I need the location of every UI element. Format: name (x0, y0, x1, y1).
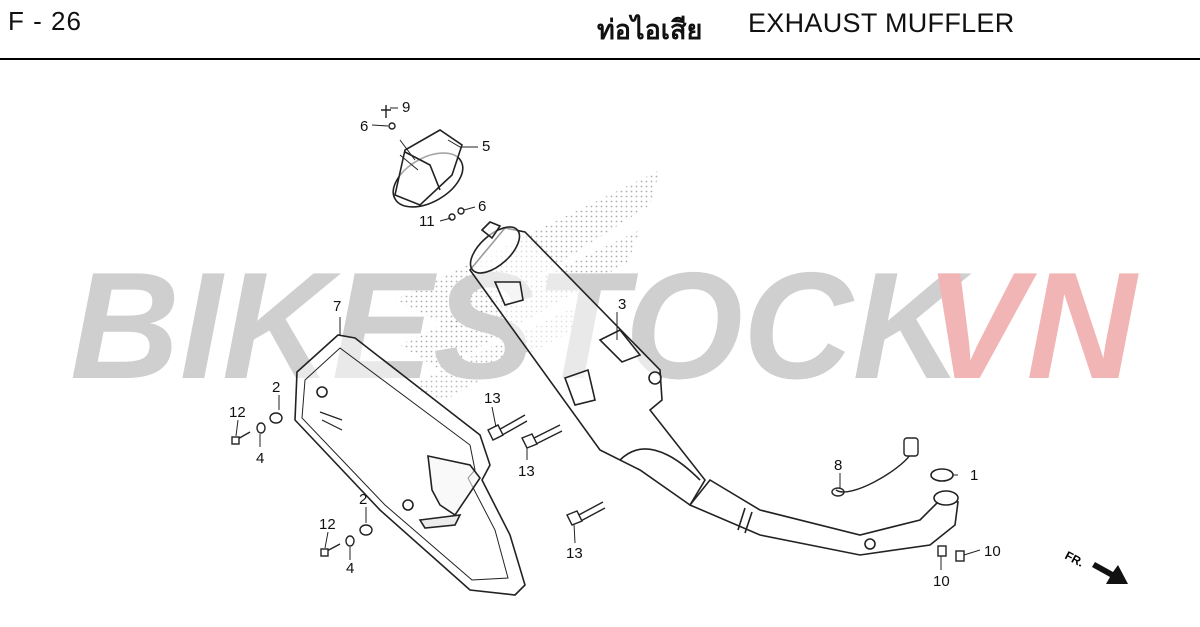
callout-13-upper: 13 (484, 390, 501, 407)
muffler-body (468, 221, 706, 507)
front-arrow-icon (1092, 562, 1128, 584)
leader-lines (235, 107, 981, 570)
callout-12-lower: 12 (319, 516, 336, 533)
callout-5: 5 (482, 138, 490, 155)
callout-8: 8 (834, 457, 842, 474)
callout-12-upper: 12 (229, 404, 246, 421)
bolt-13-middle (521, 424, 563, 449)
front-direction-label: FR. (1063, 548, 1087, 569)
gasket (930, 468, 954, 482)
callout-1: 1 (970, 467, 978, 484)
page-header: F - 26 ท่อไอเสีย EXHAUST MUFFLER (0, 0, 1200, 58)
exhaust-pipe (688, 478, 959, 556)
bolt-13-upper (487, 414, 528, 441)
front-direction-indicator: FR. (1063, 548, 1128, 584)
callout-4-lower: 4 (346, 560, 354, 577)
header-divider (0, 58, 1200, 60)
callout-13-lower: 13 (566, 545, 583, 562)
callout-7: 7 (333, 298, 341, 315)
washers-and-bolts (231, 105, 965, 562)
muffler-protector (294, 334, 526, 596)
callout-3: 3 (618, 296, 626, 313)
watermark-accent: VN (925, 241, 1139, 411)
callout-2-upper: 2 (272, 379, 280, 396)
page-code: F - 26 (8, 6, 82, 36)
page-title-thai: ท่อไอเสีย (597, 15, 703, 45)
callout-6-upper: 6 (360, 118, 368, 135)
callout-9: 9 (402, 99, 410, 116)
callout-10-right: 10 (984, 543, 1001, 560)
oxygen-sensor (831, 437, 919, 497)
muffler-end-cap (392, 129, 464, 208)
exhaust-flange (933, 490, 959, 506)
callout-13-middle: 13 (518, 463, 535, 480)
callout-10-bottom: 10 (933, 573, 950, 590)
callout-2-lower: 2 (359, 491, 367, 508)
page-title-english: EXHAUST MUFFLER (748, 8, 1015, 38)
callout-4-upper: 4 (256, 450, 264, 467)
bolt-13-lower (566, 501, 606, 526)
callout-labels: 1 2 2 3 4 4 5 6 6 7 8 9 10 10 11 12 12 1… (229, 99, 1001, 590)
callout-6-lower: 6 (478, 198, 486, 215)
callout-11: 11 (419, 213, 435, 230)
